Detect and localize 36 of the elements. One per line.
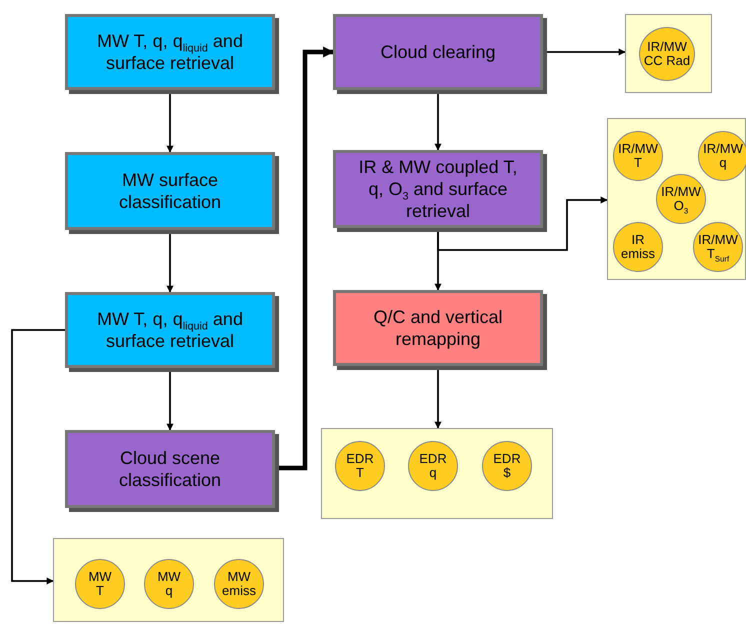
process-label: Cloud clearing — [380, 41, 496, 63]
product-circle — [408, 441, 458, 491]
product-circle — [75, 559, 125, 609]
product-circle — [656, 174, 706, 224]
product-circle — [613, 222, 663, 272]
product-circle — [482, 441, 532, 491]
output-panel — [607, 118, 746, 280]
process-label: MW T, q, q$_{liquid}$ and surface retrieval — [96, 308, 244, 352]
circle-label: IR/MW O$_{3}$ — [661, 185, 701, 213]
process-label: MW T, q, q$_{liquid}$ and surface retrieval — [96, 30, 244, 74]
output-panel — [53, 538, 284, 622]
circle-label: IR/MW CC Rad — [642, 40, 692, 68]
circle-label: IR/MW q — [703, 142, 743, 170]
circle-label: IR emiss — [621, 233, 655, 261]
circle-label: MW emiss — [222, 570, 256, 598]
circle-label: EDR q — [419, 452, 447, 480]
circle-label: IR/MW T$_{Surf}$ — [698, 233, 738, 261]
product-circle — [144, 559, 194, 609]
circle-label: MW q — [157, 570, 181, 598]
process-label: MW surface classification — [118, 169, 222, 213]
circle-label: IR/MW T — [618, 142, 658, 170]
arrow — [11, 329, 65, 584]
process-label: Cloud scene classification — [118, 447, 222, 491]
output-panel — [625, 14, 712, 93]
product-circle — [693, 222, 743, 272]
circle-label: EDR $ — [493, 452, 521, 480]
process-label: IR & MW coupled T, q, O$_{3}$ and surface retrieval — [358, 156, 518, 222]
circle-label: EDR T — [346, 452, 374, 480]
circle-label: MW T — [88, 570, 112, 598]
output-panel — [321, 428, 553, 519]
product-circle — [214, 559, 264, 609]
process-label: Q/C and vertical remapping — [372, 306, 504, 350]
product-circle — [335, 441, 385, 491]
product-circle — [613, 131, 663, 181]
arrow — [437, 196, 608, 251]
product-circle — [698, 131, 746, 181]
